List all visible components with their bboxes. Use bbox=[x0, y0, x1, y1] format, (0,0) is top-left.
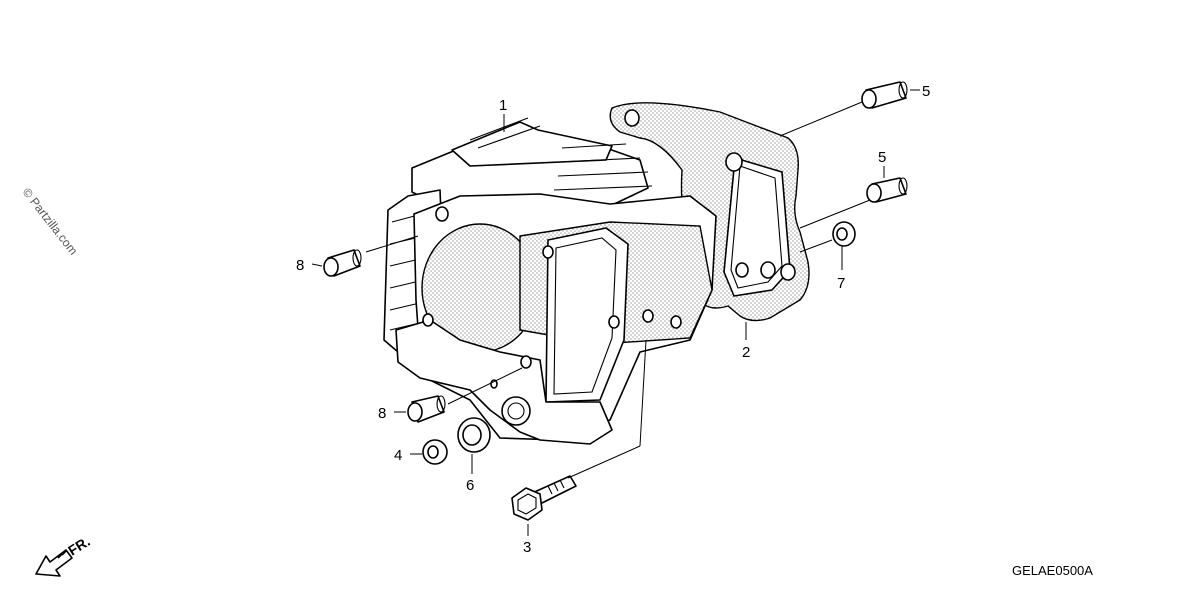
washer-part-4 bbox=[422, 439, 448, 465]
dowel-pin-part-5-lower bbox=[866, 177, 908, 203]
dowel-pin-part-8-lower bbox=[407, 395, 446, 423]
callout-5-upper: 5 bbox=[922, 83, 930, 100]
callout-5-lower: 5 bbox=[878, 149, 886, 166]
callout-7: 7 bbox=[837, 275, 845, 292]
seal-part-6 bbox=[457, 417, 491, 453]
callout-4: 4 bbox=[394, 447, 402, 464]
watermark-text: © Partzilla.com bbox=[20, 185, 81, 257]
diagram-code: GELAE0500A bbox=[1012, 563, 1093, 578]
cylinder-block-part-1 bbox=[383, 117, 717, 445]
bolt-part-3 bbox=[511, 475, 577, 521]
leader-lines bbox=[311, 89, 920, 536]
dowel-pin-part-5-upper bbox=[861, 81, 908, 109]
callout-3: 3 bbox=[523, 539, 531, 556]
callout-8-lower: 8 bbox=[378, 405, 386, 422]
callout-1: 1 bbox=[499, 97, 507, 114]
dowel-pin-part-8-upper bbox=[323, 249, 362, 277]
front-direction-arrow-icon bbox=[35, 549, 73, 577]
callout-2: 2 bbox=[742, 344, 750, 361]
callout-8-upper: 8 bbox=[296, 257, 304, 274]
washer-part-7 bbox=[832, 221, 856, 247]
callout-6: 6 bbox=[466, 477, 474, 494]
